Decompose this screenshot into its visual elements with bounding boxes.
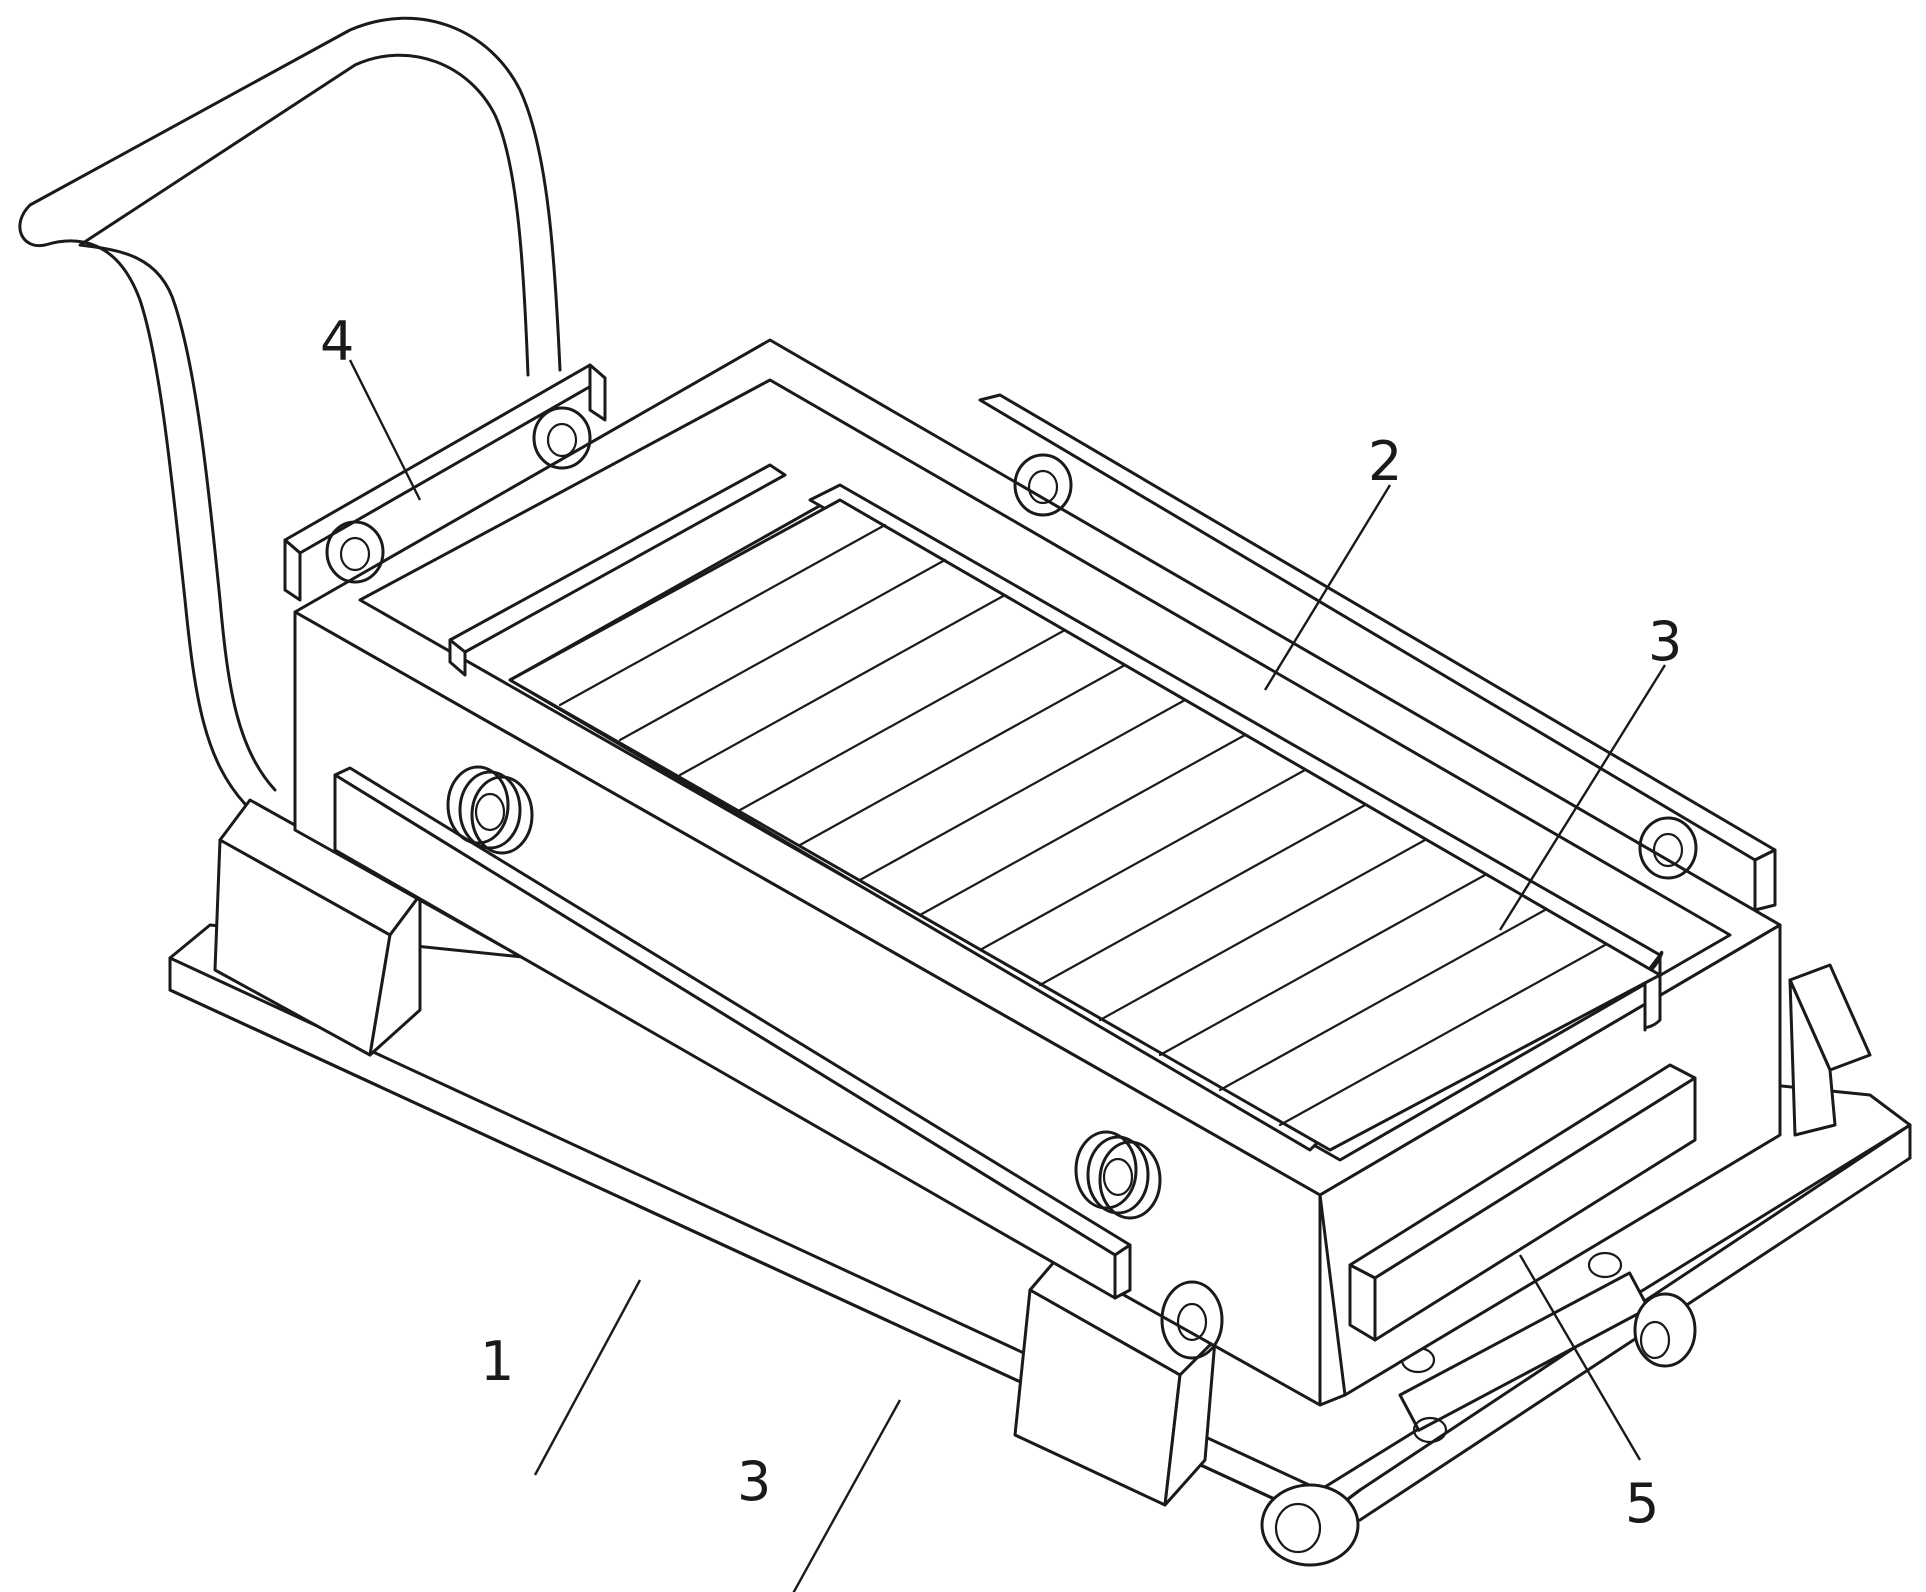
callout-1: 1 <box>480 1330 514 1393</box>
support-block-back-right <box>1788 963 1872 1137</box>
handle <box>18 16 562 806</box>
callouts: 4 2 3 1 3 5 <box>320 310 1682 1535</box>
front-side-rail-3 <box>333 766 1132 1300</box>
callout-3-front: 3 <box>737 1450 771 1513</box>
mounting-plate-back-right <box>978 393 1777 912</box>
callout-4: 4 <box>320 310 354 373</box>
callout-3-right: 3 <box>1648 610 1682 673</box>
mounting-plate-4 <box>283 363 607 602</box>
spring-assemblies <box>446 765 1224 1360</box>
callout-5: 5 <box>1625 1472 1659 1535</box>
roller-bed <box>508 498 1662 1152</box>
wheel-assembly <box>1260 1251 1697 1567</box>
support-block-front-left <box>213 798 422 1057</box>
leader-lines <box>348 359 1667 1592</box>
callout-2: 2 <box>1368 430 1402 493</box>
end-plate-5 <box>1348 1063 1697 1342</box>
